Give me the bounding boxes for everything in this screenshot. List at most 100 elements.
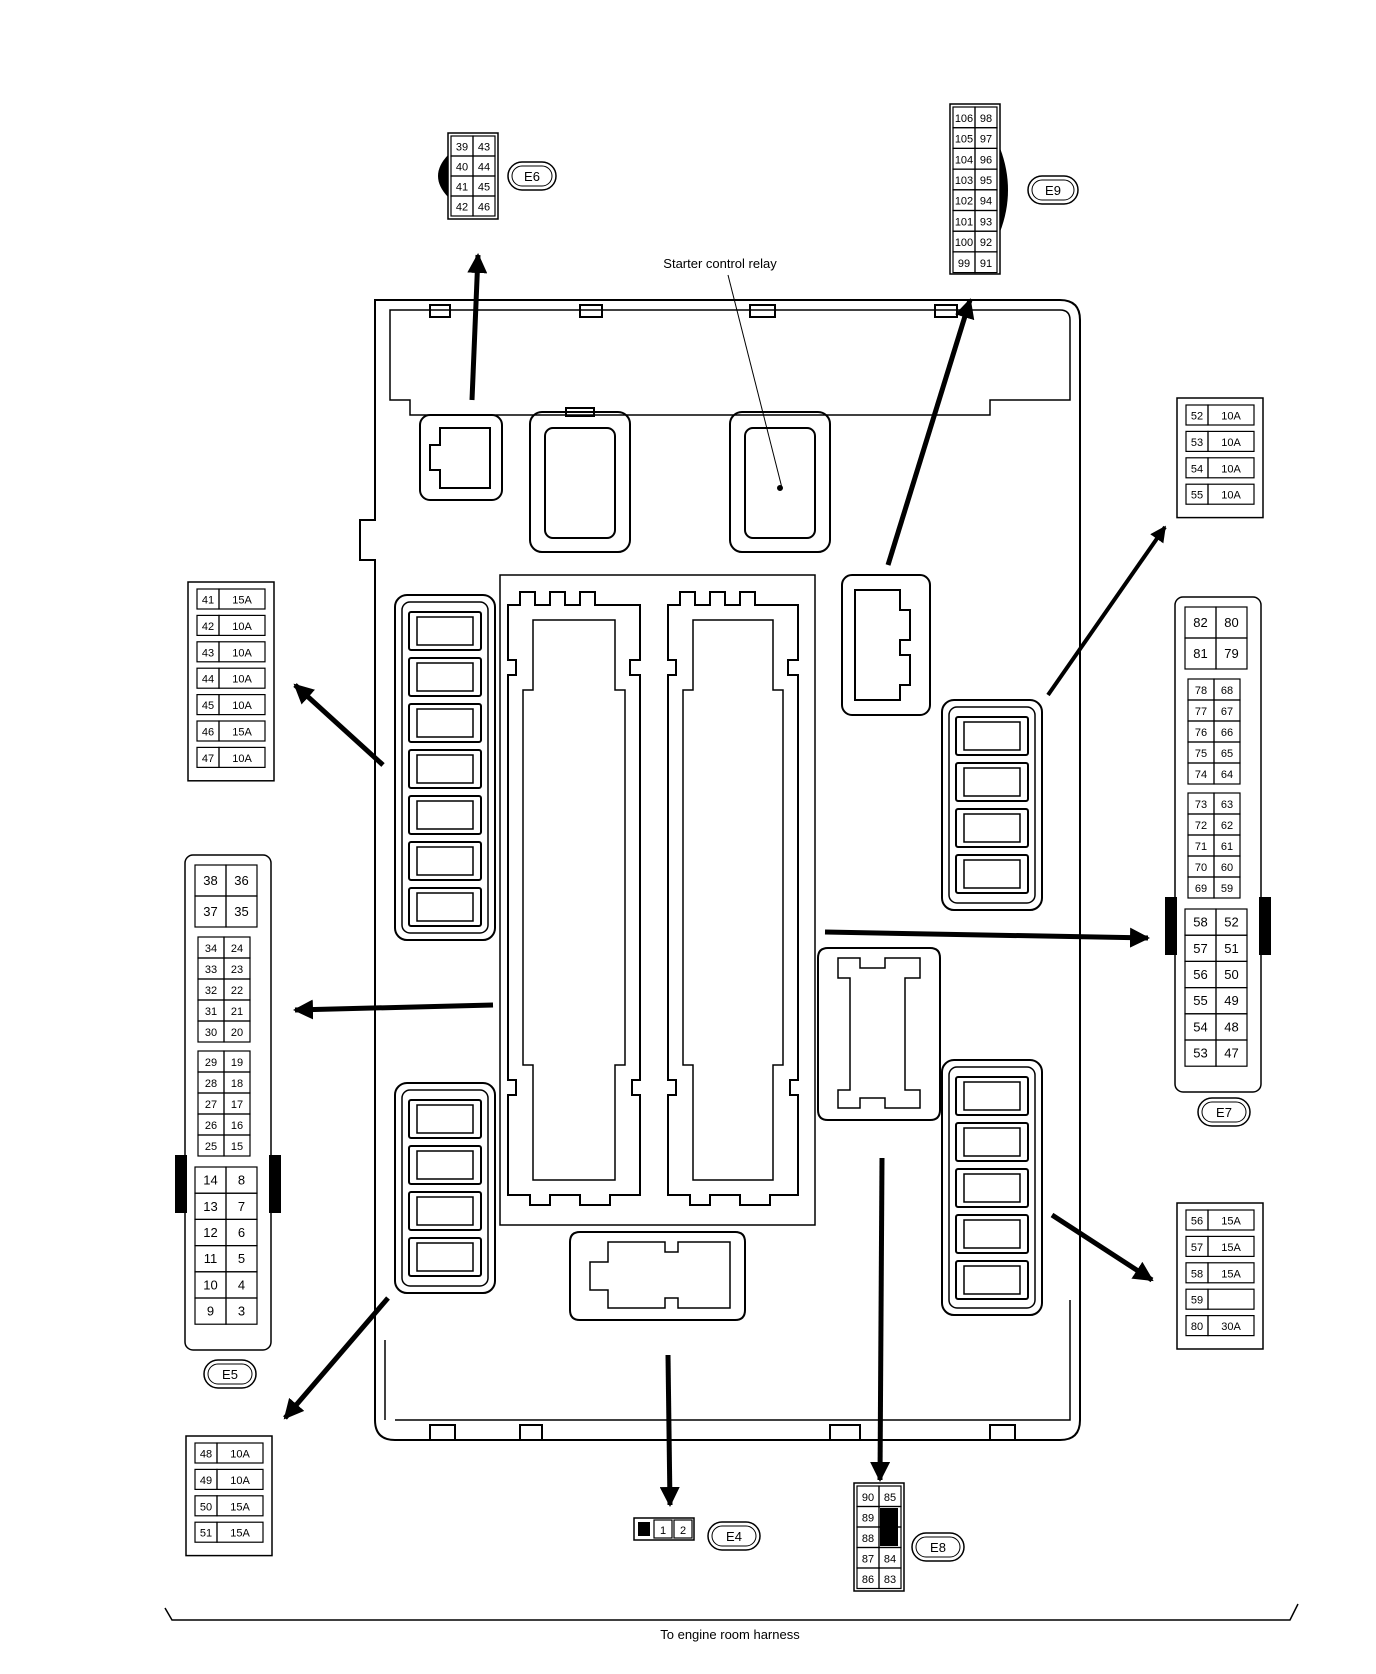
pin-label: 104 [955, 154, 973, 166]
pin-label: 105 [955, 134, 973, 146]
pin-label: 50 [1224, 967, 1238, 982]
pin-label: 92 [980, 237, 992, 249]
pin-label: 87 [862, 1553, 874, 1565]
center-module [499, 574, 816, 1226]
cell-box [1213, 876, 1241, 899]
fuse-rating: 10A [230, 1475, 250, 1487]
fuse-number: 56 [1191, 1216, 1203, 1228]
fuse-rating: 15A [232, 727, 252, 739]
fuse-slot [408, 841, 482, 881]
fuse-slot [955, 1122, 1029, 1162]
fuse-number: 49 [200, 1475, 212, 1487]
pin-label: 46 [478, 202, 490, 214]
pin-label: 72 [1195, 820, 1207, 832]
fuse-slot [955, 716, 1029, 756]
pin-label: 2 [680, 1525, 686, 1537]
pin-label: 103 [955, 175, 973, 187]
cell-box [472, 195, 496, 217]
pin-label: 25 [205, 1141, 217, 1153]
fuse-number: 47 [202, 753, 214, 765]
fuse-rating: 10A [232, 621, 252, 633]
fuse-rating: 10A [1221, 411, 1241, 423]
pin-label: 90 [862, 1492, 874, 1504]
svg-text:E5: E5 [222, 1367, 238, 1382]
fuse-column-right-lower [941, 1059, 1043, 1316]
cell-box [1215, 637, 1248, 670]
pin-label: 78 [1195, 685, 1207, 697]
e4-lock [638, 1522, 650, 1536]
pin-label: 81 [1193, 646, 1207, 661]
pin-label: 10 [203, 1277, 217, 1292]
pin-label: 85 [884, 1492, 896, 1504]
fuse-slot [408, 611, 482, 651]
pin-label: 42 [456, 202, 468, 214]
pin-label: 11 [204, 1251, 218, 1266]
pin-label: 65 [1221, 748, 1233, 760]
pin-label: 106 [955, 113, 973, 125]
pin-label: 23 [231, 964, 243, 976]
pin-label: 51 [1224, 941, 1238, 956]
cell-box [1213, 762, 1241, 785]
pin-label: 19 [231, 1057, 243, 1069]
pin-label: 83 [884, 1574, 896, 1586]
pin-label: 89 [862, 1512, 874, 1524]
connector-tag-e9: E9 [1027, 175, 1079, 205]
fuse-slot [408, 703, 482, 743]
fuse-rating: 15A [1221, 1268, 1241, 1280]
pin-label: 75 [1195, 748, 1207, 760]
e6-socket [419, 414, 503, 501]
cell-box [974, 251, 998, 274]
fuse-number: 48 [200, 1449, 212, 1461]
pin-label: 49 [1224, 993, 1238, 1008]
pin-label: 22 [231, 985, 243, 997]
pin-label: 12 [203, 1225, 217, 1240]
fuse-slot [408, 887, 482, 927]
fuse-slot [955, 1214, 1029, 1254]
harness-bracket [164, 1603, 1299, 1621]
pin-label: 47 [1224, 1046, 1238, 1061]
starter-relay-label: Starter control relay [663, 256, 777, 271]
pin-label: 5 [238, 1251, 245, 1266]
pin-label: 18 [231, 1078, 243, 1090]
fuse-slot [955, 1168, 1029, 1208]
pin-label: 58 [1193, 915, 1207, 930]
pin-label: 64 [1221, 769, 1233, 781]
pin-label: 56 [1193, 967, 1207, 982]
fuse-column-left-lower [394, 1082, 496, 1294]
svg-text:E6: E6 [524, 169, 540, 184]
pin-label: 77 [1195, 706, 1207, 718]
pin-label: 35 [234, 904, 248, 919]
fuse-slot [408, 749, 482, 789]
svg-text:E7: E7 [1216, 1105, 1232, 1120]
cell-box [225, 895, 258, 928]
fuse-slot [408, 1145, 482, 1185]
connector-tag-e8: E8 [911, 1532, 965, 1562]
pin-label: 13 [203, 1199, 217, 1214]
pin-label: 55 [1193, 993, 1207, 1008]
lock-tab [1165, 897, 1177, 955]
lock-tab [1259, 897, 1271, 955]
pin-label: 60 [1221, 862, 1233, 874]
pin-label: 6 [238, 1225, 245, 1240]
pin-label: 38 [203, 873, 217, 888]
pin-label: 101 [955, 216, 973, 228]
fuse-number: 55 [1191, 490, 1203, 502]
fuse-slot [955, 762, 1029, 802]
cell-box [1215, 1039, 1248, 1067]
pin-label: 94 [980, 196, 992, 208]
pin-label: 93 [980, 216, 992, 228]
pin-label: 36 [234, 873, 248, 888]
connector-tag-e7: E7 [1197, 1097, 1251, 1127]
fuse-rating: 10A [232, 674, 252, 686]
e4-socket [569, 1231, 746, 1321]
pin-label: 43 [478, 142, 490, 154]
fuse-rating: 30A [1221, 1321, 1241, 1333]
fuse-number: 53 [1191, 437, 1203, 449]
pin-label: 17 [231, 1099, 243, 1111]
relay-box-left [529, 407, 631, 553]
pin-label: 62 [1221, 820, 1233, 832]
